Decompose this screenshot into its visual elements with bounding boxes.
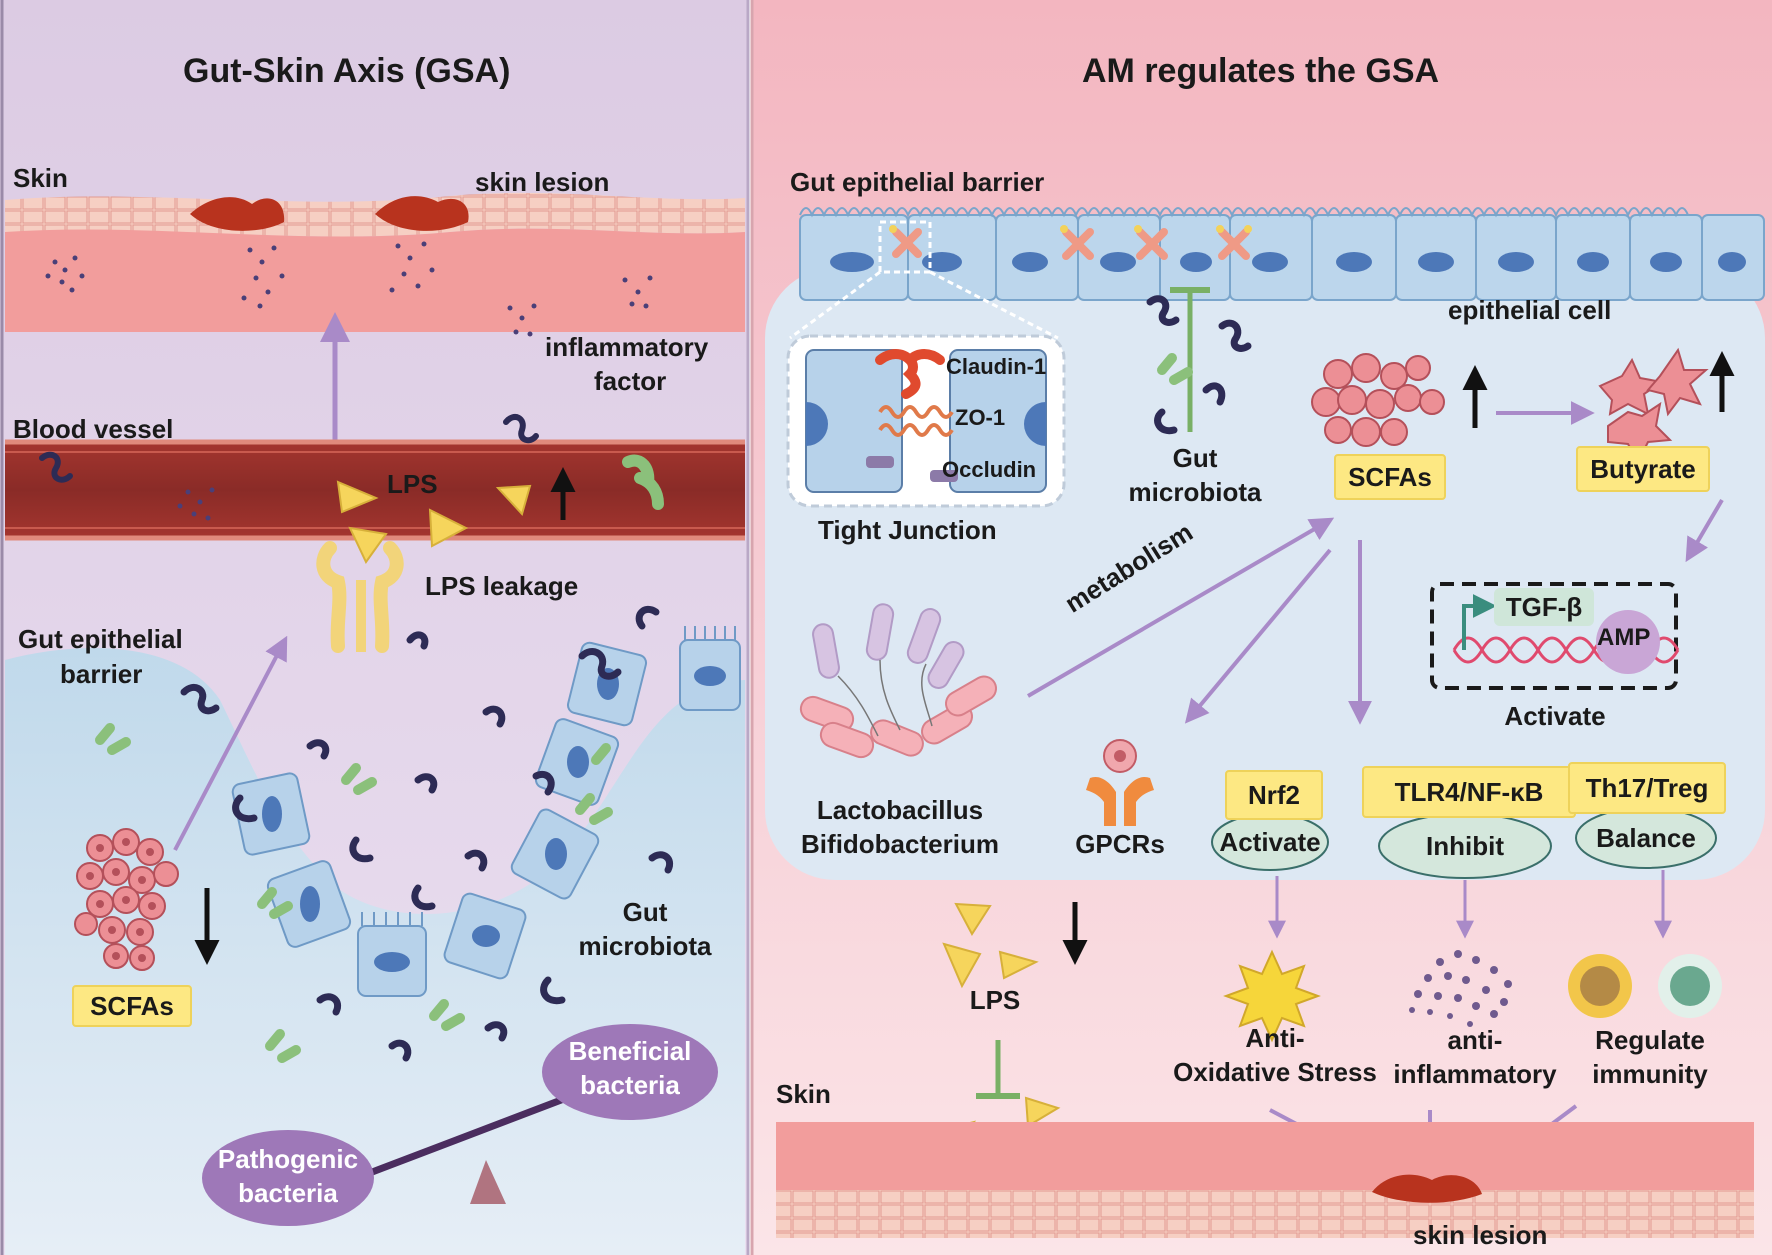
left-lps-label: LPS xyxy=(387,469,438,499)
left-gut-barrier-label-line1: Gut epithelial xyxy=(18,624,183,654)
lps-triangles-left xyxy=(336,480,532,564)
right-gut-microbiota-label-line2: microbiota xyxy=(1128,477,1262,507)
right-panel-title: AM regulates the GSA xyxy=(1082,52,1440,90)
anti-inflammatory-label-line1: anti- xyxy=(1447,1025,1503,1055)
left-skin-lesion-label: skin lesion xyxy=(475,167,610,197)
left-panel-art xyxy=(0,0,750,1255)
epithelial-nuclei-left xyxy=(262,666,726,972)
th17-box: Th17/Treg xyxy=(1568,762,1726,814)
right-lps-label: LPS xyxy=(969,985,1021,1015)
pathogenic-bacteria-line2: bacteria xyxy=(238,1178,338,1208)
zo1-label: ZO-1 xyxy=(955,405,1006,430)
anti-oxidative-label-line1: Anti- xyxy=(1245,1023,1305,1053)
tgf-beta-label: TGF-β xyxy=(1494,588,1594,626)
damaged-tight-junctions xyxy=(892,228,1250,260)
lactobacillus-label: Lactobacillus xyxy=(816,795,984,825)
skin-lesion-left-2 xyxy=(375,196,469,231)
probiotic-bacteria xyxy=(799,603,997,759)
gpcr-icon xyxy=(1086,739,1154,826)
scfas-to-barrier-arrow xyxy=(173,635,288,851)
th17-effect-label: Balance xyxy=(1596,822,1696,853)
inflammatory-factor-dots xyxy=(45,241,653,337)
dna-activation-box xyxy=(1430,582,1680,690)
right-scfas-box: SCFAs xyxy=(1334,454,1446,500)
pathogenic-bacteria-line1: Pathogenic xyxy=(217,1144,359,1174)
regulate-immunity-label-line2: immunity xyxy=(1592,1059,1708,1089)
gpcrs-label: GPCRs xyxy=(1075,829,1165,859)
tlr4-effect-label: Inhibit xyxy=(1426,830,1504,861)
claudin-label: Claudin-1 xyxy=(946,354,1047,379)
tlr4-receptor-left xyxy=(316,541,404,653)
left-gut-microbiota-label-line2: microbiota xyxy=(578,931,712,961)
left-skin-layer xyxy=(5,192,745,332)
blood-vessel-label: Blood vessel xyxy=(13,414,174,444)
gut-microbiota-left xyxy=(180,605,673,1062)
immune-cells xyxy=(1568,954,1722,1018)
right-gut-barrier-label: Gut epithelial barrier xyxy=(790,167,1045,197)
dna-activate-label: Activate xyxy=(1504,701,1606,731)
skin-lesion-left-1 xyxy=(190,197,285,231)
left-skin-label: Skin xyxy=(13,163,68,193)
bacteria-balance-seesaw xyxy=(202,1024,718,1226)
nrf2-effect-label: Activate xyxy=(1219,826,1321,857)
tight-junction-label: Tight Junction xyxy=(818,515,997,545)
nrf2-box: Nrf2 xyxy=(1225,770,1323,820)
tight-junction-inset xyxy=(786,334,1066,508)
beneficial-bacteria-line2: bacteria xyxy=(580,1070,680,1100)
scfas-to-gpcrs-arrow xyxy=(1184,548,1332,724)
beneficial-bacteria-line1: Beneficial xyxy=(568,1036,692,1066)
left-panel-title: Gut-Skin Axis (GSA) xyxy=(183,52,511,90)
right-gut-microbiota-label-line1: Gut xyxy=(1172,443,1218,473)
scfas-cells-right xyxy=(1311,353,1445,447)
left-gut-microbiota-label-line1: Gut xyxy=(622,897,668,927)
gut-epithelial-barrier-right xyxy=(789,207,1765,340)
bifidobacterium-label: Bifidobacterium xyxy=(801,829,999,859)
lps-leakage-label: LPS leakage xyxy=(425,571,579,601)
gut-microbiota-right xyxy=(1146,287,1252,435)
anti-inflammatory-dots xyxy=(1409,950,1512,1027)
inflammatory-factor-label-line1: inflammatory xyxy=(545,332,709,362)
right-skin-layer xyxy=(776,1122,1754,1238)
occludin-label: Occludin xyxy=(942,457,1037,482)
pathogenic-bacteria-ellipse xyxy=(202,1130,374,1226)
right-skin-label: Skin xyxy=(776,1079,831,1109)
tlr4-box: TLR4/NF-κB xyxy=(1362,766,1576,818)
right-skin-lesion-label: skin lesion xyxy=(1413,1220,1548,1250)
blood-vessel xyxy=(5,439,745,541)
inflammatory-factor-label-line2: factor xyxy=(594,366,667,396)
butyrate-box: Butyrate xyxy=(1576,446,1710,492)
butyrate-to-amp-arrow xyxy=(1685,498,1724,563)
amp-label: AMP xyxy=(1597,624,1651,651)
antioxidant-star xyxy=(1223,949,1321,1043)
anti-oxidative-label-line2: Oxidative Stress xyxy=(1173,1057,1377,1087)
anti-inflammatory-label-line2: inflammatory xyxy=(1393,1059,1557,1089)
beneficial-bacteria-ellipse xyxy=(542,1024,718,1120)
butyrate-cells xyxy=(1598,347,1709,465)
regulate-immunity-label-line1: Regulate xyxy=(1595,1025,1705,1055)
epithelial-cell-label: epithelial cell xyxy=(1448,295,1612,325)
left-gut-barrier-label-line2: barrier xyxy=(60,659,143,689)
right-panel-art xyxy=(750,0,1772,1255)
metabolism-arrow xyxy=(1026,517,1335,698)
left-scfas-box: SCFAs xyxy=(72,985,192,1027)
skin-lesion-right xyxy=(1372,1174,1482,1203)
